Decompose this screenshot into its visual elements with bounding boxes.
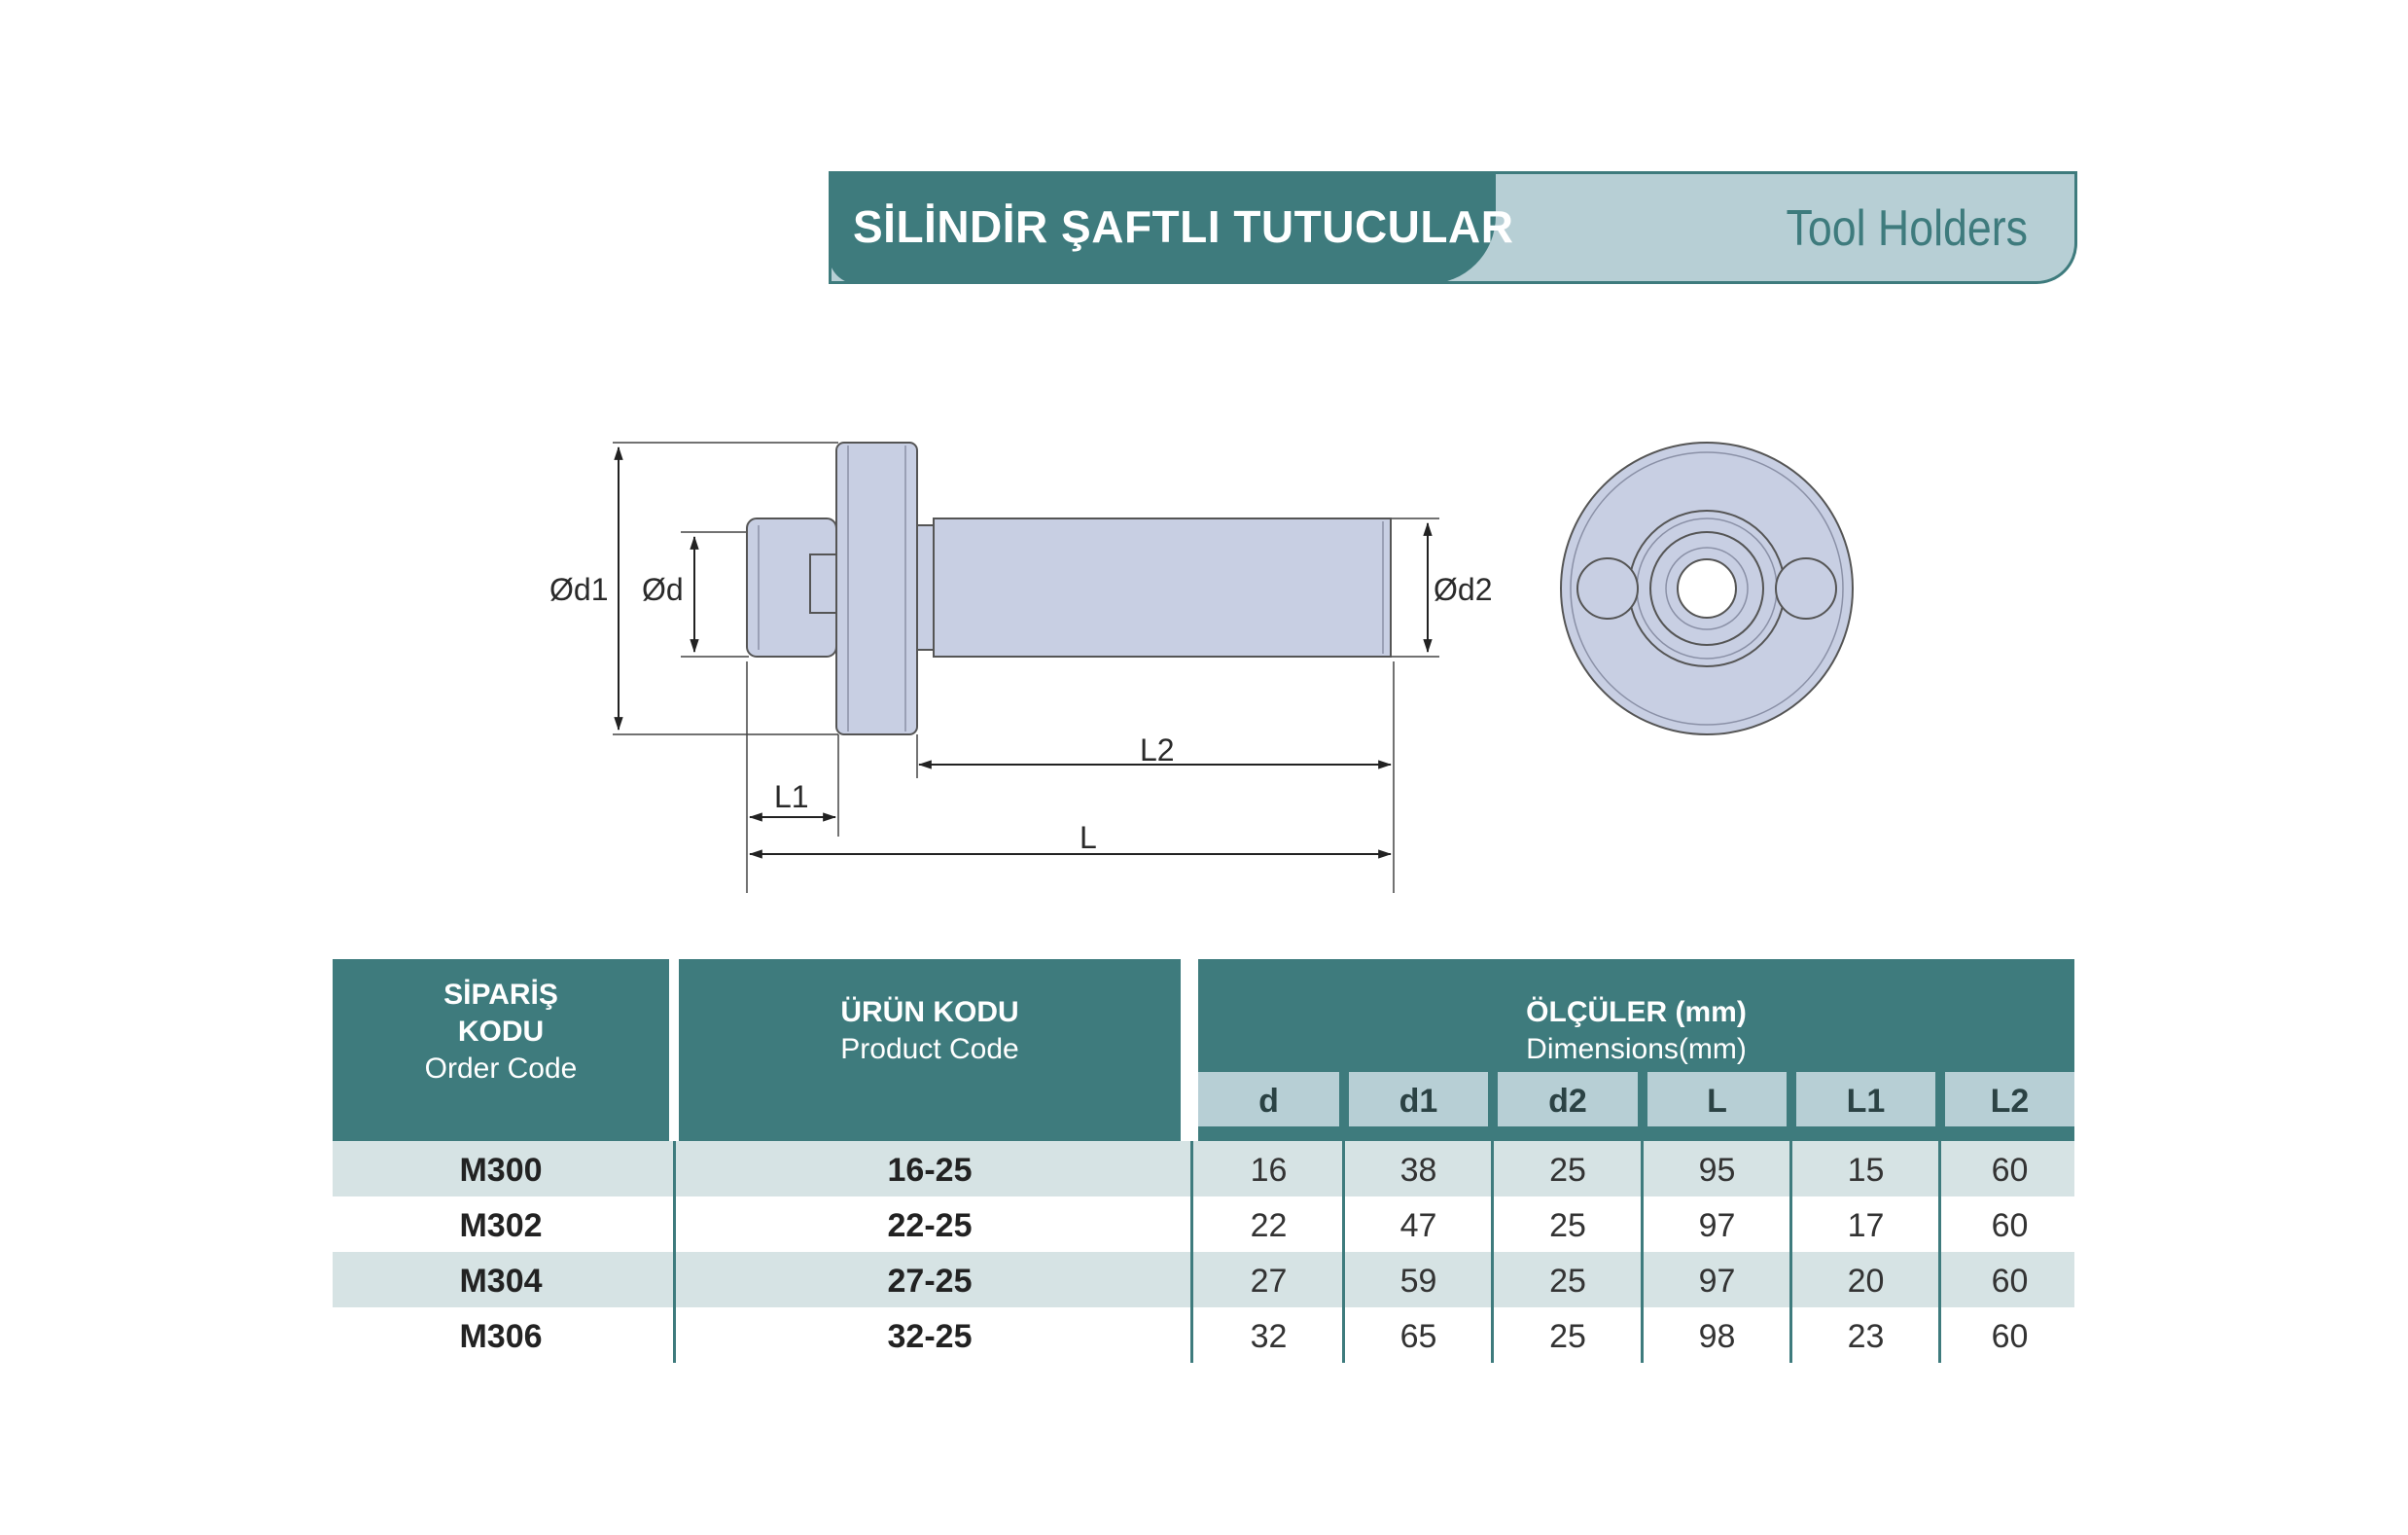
header-product-code-tr: ÜRÜN KODU bbox=[840, 996, 1019, 1028]
column-divider bbox=[673, 1141, 676, 1363]
header-product-code-en: Product Code bbox=[840, 1033, 1019, 1065]
col-header-d2: d2 bbox=[1498, 1072, 1638, 1126]
table-row: M302 22-25 22 47 25 97 17 60 bbox=[333, 1196, 2074, 1252]
shank-groove bbox=[916, 524, 936, 651]
cell-l2: 60 bbox=[1991, 1152, 2029, 1189]
col-header-l: L bbox=[1647, 1072, 1787, 1126]
header-order-code-tr-line1: SİPARİŞ bbox=[443, 979, 558, 1011]
header-dimensions-tr: ÖLÇÜLER (mm) bbox=[1526, 996, 1747, 1028]
tool-holder-drawing: Ød1 Ød Ød2 L2 L1 L bbox=[549, 442, 1854, 893]
header-order-code-en: Order Code bbox=[424, 1053, 578, 1085]
dim-label-l1: L1 bbox=[774, 779, 809, 814]
cell-d2: 25 bbox=[1549, 1207, 1586, 1244]
cell-l1: 15 bbox=[1847, 1152, 1885, 1189]
cell-d1: 65 bbox=[1399, 1318, 1437, 1355]
cell-l2: 60 bbox=[1991, 1263, 2029, 1300]
cell-l2: 60 bbox=[1991, 1318, 2029, 1355]
cell-l1: 20 bbox=[1847, 1263, 1885, 1300]
dim-label-d1: Ød1 bbox=[549, 572, 608, 607]
banner-left-panel: SİLİNDİR ŞAFTLI TUTUCULAR bbox=[829, 171, 1513, 284]
dim-label-d: Ød bbox=[642, 572, 684, 607]
cell-d: 32 bbox=[1250, 1318, 1288, 1355]
cell-d: 27 bbox=[1250, 1263, 1288, 1300]
col-header-d: d bbox=[1198, 1072, 1339, 1126]
drive-key bbox=[809, 553, 838, 614]
column-divider bbox=[1491, 1141, 1494, 1363]
cell-order-code: M304 bbox=[459, 1263, 543, 1300]
cell-order-code: M302 bbox=[459, 1207, 543, 1244]
cell-d1: 38 bbox=[1399, 1152, 1437, 1189]
column-divider bbox=[1938, 1141, 1941, 1363]
cell-l: 97 bbox=[1698, 1207, 1736, 1244]
cell-d1: 59 bbox=[1399, 1263, 1437, 1300]
section-banner: Tool Holders SİLİNDİR ŞAFTLI TUTUCULAR bbox=[829, 171, 2077, 284]
cell-order-code: M306 bbox=[459, 1318, 543, 1355]
cell-l: 97 bbox=[1698, 1263, 1736, 1300]
drive-key-right bbox=[1775, 557, 1837, 620]
cell-d: 16 bbox=[1250, 1152, 1288, 1189]
header-product-code: ÜRÜN KODU Product Code bbox=[679, 959, 1181, 1141]
cell-d1: 47 bbox=[1399, 1207, 1437, 1244]
cell-d: 22 bbox=[1250, 1207, 1288, 1244]
cell-d2: 25 bbox=[1549, 1318, 1586, 1355]
table-row: M304 27-25 27 59 25 97 20 60 bbox=[333, 1252, 2074, 1307]
banner-title: SİLİNDİR ŞAFTLI TUTUCULAR bbox=[853, 201, 1514, 252]
center-bore bbox=[1677, 558, 1737, 619]
column-divider bbox=[1789, 1141, 1792, 1363]
shank bbox=[933, 518, 1392, 658]
cell-order-code: M300 bbox=[459, 1152, 543, 1189]
cell-product-code: 27-25 bbox=[887, 1263, 973, 1300]
col-header-l1: L1 bbox=[1796, 1072, 1935, 1126]
dim-label-d2: Ød2 bbox=[1434, 572, 1492, 607]
header-dimensions-en: Dimensions(mm) bbox=[1526, 1033, 1747, 1065]
cell-d2: 25 bbox=[1549, 1152, 1586, 1189]
header-order-code: SİPARİŞ KODU Order Code bbox=[333, 959, 669, 1141]
header-dimensions: ÖLÇÜLER (mm) Dimensions(mm) bbox=[1198, 959, 2074, 1072]
cell-l1: 23 bbox=[1847, 1318, 1885, 1355]
header-order-code-tr-line2: KODU bbox=[457, 1016, 545, 1048]
column-divider bbox=[1641, 1141, 1644, 1363]
cell-product-code: 16-25 bbox=[887, 1152, 973, 1189]
cell-l: 98 bbox=[1698, 1318, 1736, 1355]
table-row: M306 32-25 32 65 25 98 23 60 bbox=[333, 1307, 2074, 1363]
front-view bbox=[1560, 442, 1854, 735]
col-header-l2: L2 bbox=[1945, 1072, 2074, 1126]
dim-label-l: L bbox=[1080, 820, 1097, 855]
cell-l: 95 bbox=[1698, 1152, 1736, 1189]
column-divider bbox=[1342, 1141, 1345, 1363]
column-divider bbox=[1190, 1141, 1193, 1363]
cell-d2: 25 bbox=[1549, 1263, 1586, 1300]
drive-key-left bbox=[1576, 557, 1639, 620]
cell-product-code: 22-25 bbox=[887, 1207, 973, 1244]
side-view: Ød1 Ød Ød2 L2 L1 L bbox=[549, 442, 1492, 893]
cell-l2: 60 bbox=[1991, 1207, 2029, 1244]
table-row: M300 16-25 16 38 25 95 15 60 bbox=[333, 1141, 2074, 1196]
cell-product-code: 32-25 bbox=[887, 1318, 973, 1355]
col-header-d1: d1 bbox=[1349, 1072, 1488, 1126]
dim-label-l2: L2 bbox=[1140, 732, 1175, 768]
cell-l1: 17 bbox=[1847, 1207, 1885, 1244]
banner-subtitle: Tool Holders bbox=[1786, 200, 2028, 257]
